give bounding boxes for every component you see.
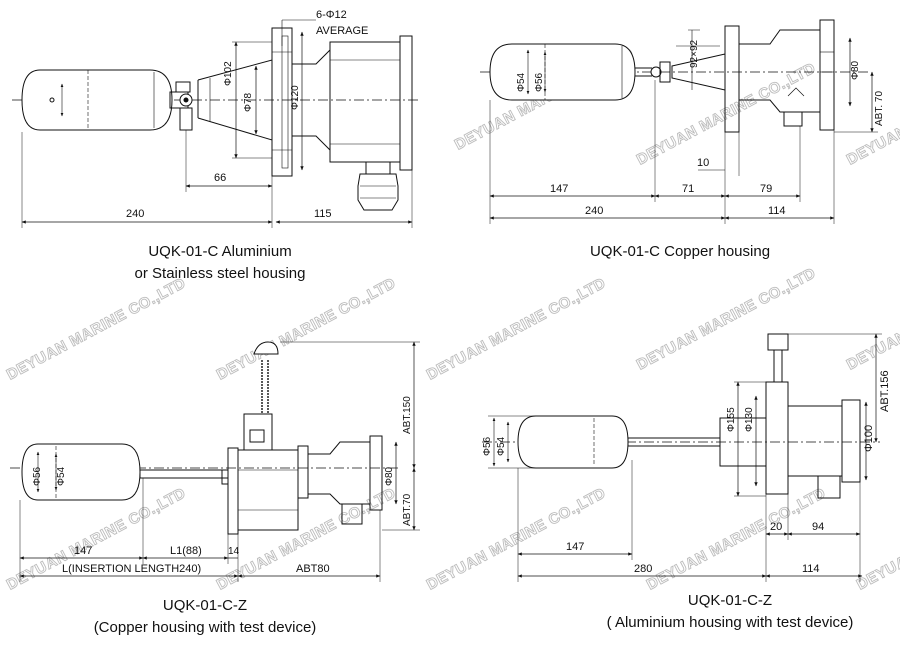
cable-gland (783, 111, 803, 127)
flange (227, 447, 239, 535)
dim-abt70: ABT. 70 (874, 91, 885, 126)
dim-71: 71 (682, 183, 694, 195)
caption-line: UQK-01-C Copper housing (589, 243, 771, 260)
watermark-text: DEYUAN MARINE CO.,LTD (4, 485, 189, 594)
dim-l1: L1(88) (170, 545, 202, 557)
housing-cover (369, 435, 383, 511)
dim-d100: Φ100 (863, 425, 875, 452)
caption-aluminium-test-device: UQK-01-C-Z ( Aluminium housing with test… (560, 590, 900, 634)
dim-92x92: 92×92 (689, 39, 700, 68)
housing-cover (841, 399, 861, 483)
diagram-copper-housing (480, 19, 878, 224)
caption-line: (Copper housing with test device) (93, 619, 317, 636)
housing-cover (399, 35, 413, 171)
watermark-text: DEYUAN MARINE CO.,LTD (644, 485, 829, 594)
test-rod (773, 349, 783, 383)
housing-body (307, 441, 371, 505)
watermark-text: DEYUAN MARINE CO.,LTD (424, 485, 609, 594)
caption-copper-test-device: UQK-01-C-Z (Copper housing with test dev… (40, 595, 370, 639)
dim-114: 114 (802, 563, 820, 575)
dim-d54: Φ54 (56, 466, 67, 486)
dim-240: 240 (585, 205, 603, 217)
watermark-text: DEYUAN MARINE CO.,LTD (634, 265, 819, 374)
caption-copper-housing: UQK-01-C Copper housing (540, 241, 820, 263)
dim-abt150: ABT.150 (402, 396, 413, 434)
cable-gland (357, 173, 399, 211)
diagram-aluminium-test-dimension-labels: Φ56 Φ54 Φ155 Φ130 Φ100 ABT.156 20 94 147… (482, 370, 891, 575)
caption-line: UQK-01-C-Z (162, 597, 248, 614)
caption-line: or Stainless steel housing (134, 265, 306, 282)
dim-280: 280 (634, 563, 652, 575)
dim-115: 115 (314, 208, 332, 220)
dim-94: 94 (812, 521, 824, 533)
test-device-column (243, 413, 273, 451)
diagram-copper-test-device (10, 341, 420, 582)
test-knob-icon (767, 333, 789, 351)
dim-average: AVERAGE (316, 25, 368, 37)
cable-gland (341, 503, 363, 525)
dim-abt80: ABT80 (296, 563, 330, 575)
float-ball (21, 443, 141, 501)
dim-holes: 6-Φ12 (316, 9, 347, 21)
watermark-text: DEYUAN MARINE CO.,LTD (634, 60, 819, 169)
dim-10: 10 (697, 157, 709, 169)
dim-14: 14 (228, 546, 240, 557)
test-device-body (237, 449, 299, 531)
dim-d56: Φ56 (482, 436, 493, 456)
dim-20: 20 (770, 521, 782, 533)
dim-147: 147 (550, 183, 568, 195)
dim-d155: Φ155 (726, 407, 737, 432)
dim-d80: Φ80 (850, 60, 861, 80)
housing-body (787, 405, 843, 477)
dim-d80: Φ80 (384, 466, 395, 486)
dim-79: 79 (760, 183, 772, 195)
dim-d78: Φ78 (243, 92, 254, 112)
caption-line: ( Aluminium housing with test device) (606, 614, 854, 631)
caption-aluminium-housing: UQK-01-C Aluminium or Stainless steel ho… (80, 241, 360, 285)
cable-gland (817, 475, 841, 499)
dim-insertion-length: L(INSERTION LENGTH240) (62, 563, 201, 575)
watermark-text: DEYUAN MARINE CO.,LTD (4, 275, 189, 384)
diagram-aluminium-housing (12, 19, 420, 228)
watermark-text: DEYUAN MARINE CO.,LTD (854, 485, 900, 594)
diagram-aluminium-test-device (482, 333, 882, 582)
dim-d130: Φ130 (744, 407, 755, 432)
dim-147: 147 (74, 545, 92, 557)
float-plug (49, 97, 55, 103)
diagram-aluminium-dimension-labels: 6-Φ12 AVERAGE Φ102 Φ78 Φ120 66 240 115 (126, 9, 368, 220)
dim-d56: Φ56 (534, 72, 545, 92)
diagram-copper-dimension-labels: 92×92 Φ54 Φ56 Φ80 ABT. 70 10 147 71 79 2… (516, 39, 885, 217)
dim-d54: Φ54 (516, 72, 527, 92)
dim-abt156: ABT.156 (879, 370, 891, 412)
test-knob-icon (253, 341, 279, 355)
float-ball (21, 69, 173, 131)
dim-d102: Φ102 (223, 61, 234, 86)
housing-cover (819, 19, 835, 131)
dim-114: 114 (768, 205, 786, 217)
dim-66: 66 (214, 172, 226, 184)
watermark-text: DEYUAN MARINE CO.,LTD (214, 275, 399, 384)
caption-line: UQK-01-C-Z (687, 592, 773, 609)
watermark-text: DEYUAN MARINE CO.,LTD (844, 265, 900, 374)
caption-line: UQK-01-C Aluminium (148, 243, 292, 260)
dim-d54: Φ54 (496, 436, 507, 456)
float-ball (517, 415, 629, 469)
dim-240: 240 (126, 208, 144, 220)
float-ball (489, 43, 636, 101)
dim-abt70: ABT.70 (402, 493, 413, 526)
watermark-text: DEYUAN MARINE CO.,LTD (424, 275, 609, 384)
dim-147: 147 (566, 541, 584, 553)
dim-d120: Φ120 (290, 85, 301, 110)
watermark-text: DEYUAN MARINE CO.,LTD (214, 485, 399, 594)
float-rod (139, 469, 229, 479)
dim-d56: Φ56 (32, 466, 43, 486)
pivot-icon (650, 66, 662, 78)
diagram-copper-test-dimension-labels: Φ56 Φ54 147 L1(88) 14 L(INSERTION LENGTH… (32, 396, 413, 575)
